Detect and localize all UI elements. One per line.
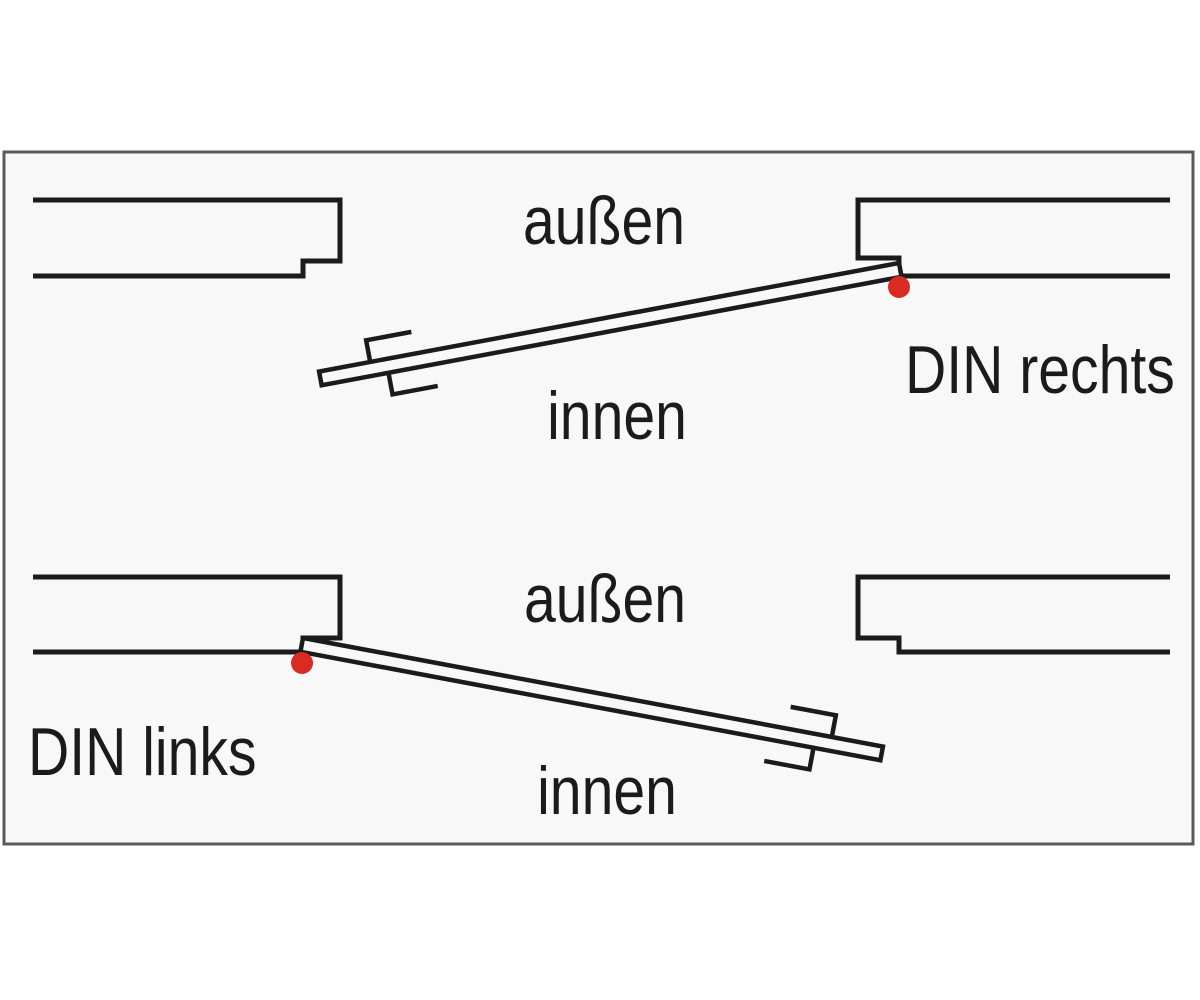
door-leaf [316,260,905,388]
din-links-label: DIN links [28,714,257,790]
wall-right-top [855,197,1170,279]
wall-right-bottom [855,574,1170,655]
outside-label-bottom: außen [524,561,686,637]
door-handle-inner-icon [386,372,439,398]
hinge-marker-right [888,276,910,298]
hinge-marker-left [291,652,313,674]
outside-label-top: außen [523,183,685,259]
door-handle-outer-icon [790,704,839,738]
door-handle-outer-icon [363,329,412,363]
din-rechts-label: DIN rechts [905,332,1175,408]
inside-label-top: innen [547,378,687,454]
door-leaf [297,635,886,763]
wall-left-bottom [33,574,343,655]
wall-left-top [33,197,343,279]
inside-label-bottom: innen [537,753,677,829]
